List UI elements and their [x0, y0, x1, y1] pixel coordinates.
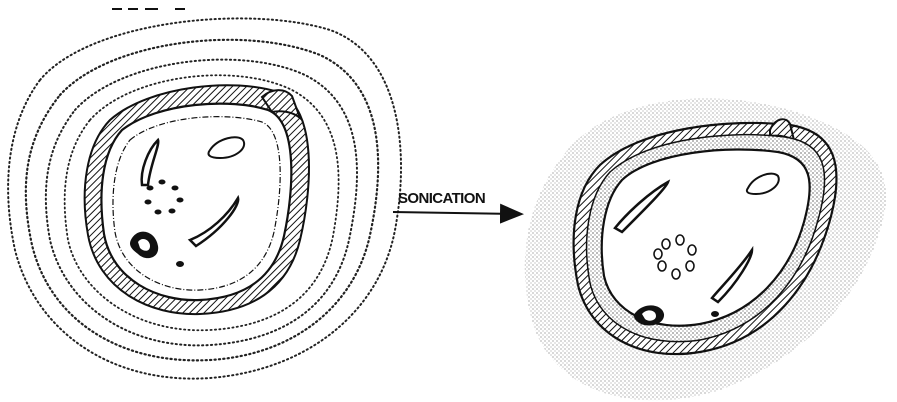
arrow-line [393, 212, 520, 214]
sonication-arrow: SONICATION [393, 190, 520, 214]
cell-before [8, 18, 401, 378]
dot-right [711, 311, 719, 317]
cytoplasm-left [101, 104, 291, 301]
dot-left [176, 261, 184, 267]
arrow-label: SONICATION [398, 190, 485, 207]
cell-after [525, 98, 886, 400]
